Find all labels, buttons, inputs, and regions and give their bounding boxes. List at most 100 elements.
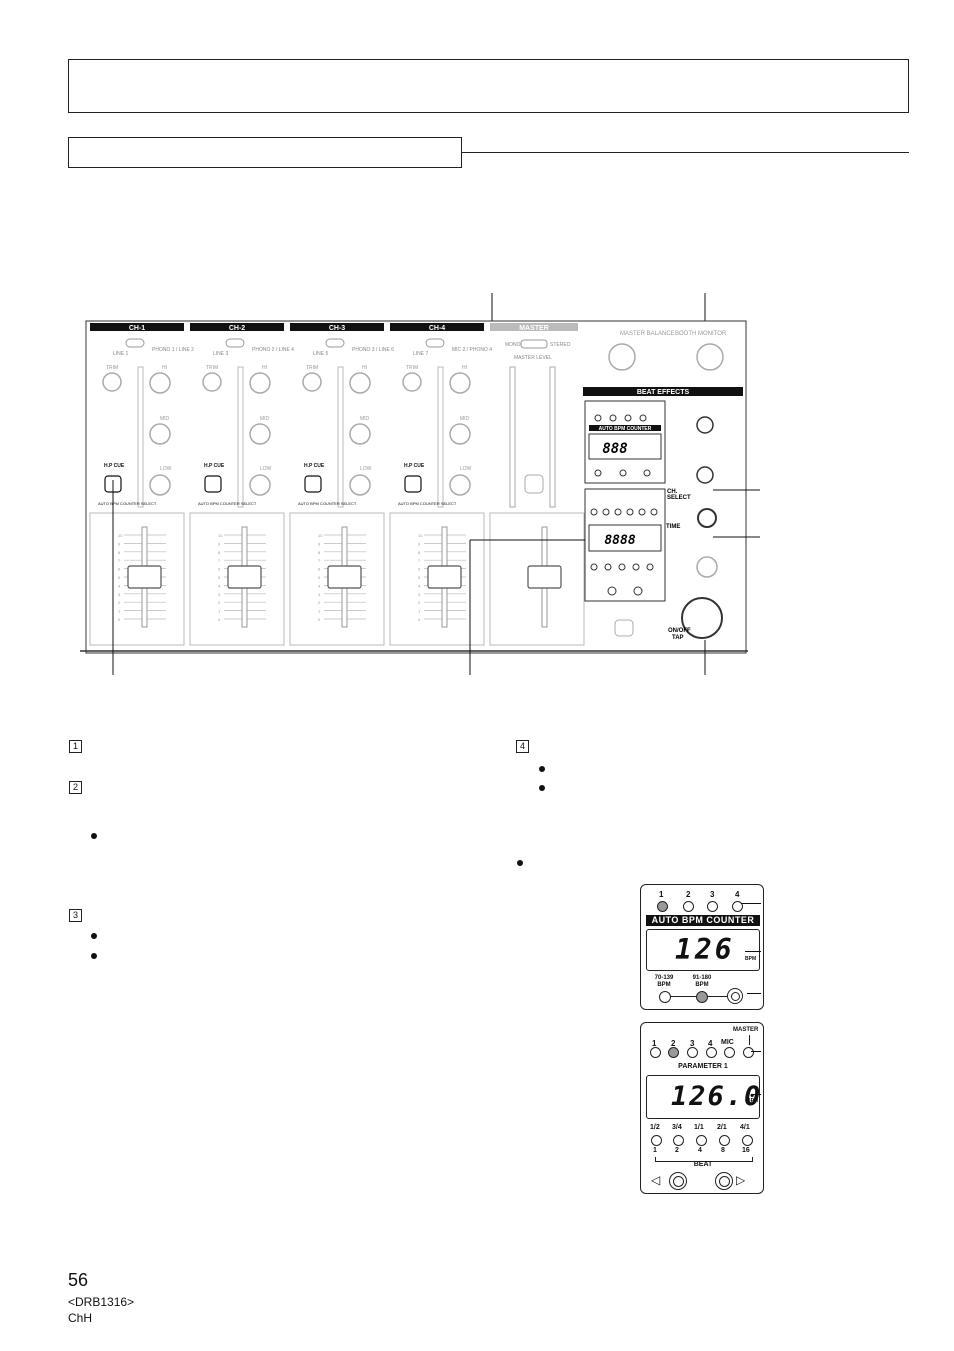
param-ch-2: 2 [671,1039,676,1048]
channel-header [390,323,484,331]
svg-text:MASTER: MASTER [519,325,549,332]
fader-knob [327,565,362,589]
param-led-1 [650,1047,661,1058]
trim-knob [202,372,222,392]
led-ch-3 [707,901,718,912]
bullet [539,785,545,791]
fader-scale-label: 5 [218,575,221,580]
auto-bpm-select-label: AUTO BPM COUNTER SELECT [398,501,457,506]
page-number: 56 [68,1270,89,1290]
fader-scale-label: 0 [118,617,121,622]
auto-bpm-select-label: AUTO BPM COUNTER SELECT [298,501,357,506]
svg-text:BOOTH MONITOR: BOOTH MONITOR [675,331,727,337]
mid-label: MID [160,416,170,422]
input-b-label: PHONO 3 / LINE 6 [352,347,394,353]
level-meter [137,366,144,508]
bpm-ch-4: 4 [735,890,740,899]
trim-knob [302,372,322,392]
channel-name: CH-1 [129,325,145,332]
bpm-display: 126 BPM [646,929,760,971]
low-knob [349,474,371,496]
fader-scale-label: 1 [318,609,321,614]
range-button[interactable] [727,988,743,1004]
input-b-label: PHONO 2 / LINE 4 [252,347,294,353]
bpm-ch-3: 3 [710,890,715,899]
param-title: PARAMETER 1 [678,1063,728,1070]
fader-scale-label: 9 [318,541,321,546]
hp-cue-button [204,475,222,493]
hi-knob [149,372,171,394]
channel-name: CH-2 [229,325,245,332]
svg-text:CH.: CH. [667,489,678,495]
low-knob [149,474,171,496]
fader-scale-label: 5 [318,575,321,580]
bpm-title: AUTO BPM COUNTER [646,915,760,926]
mid-label: MID [260,416,270,422]
section-title-box [68,137,462,168]
beat-left-button[interactable] [669,1172,687,1190]
fader-scale-label: 3 [318,592,321,597]
parameter-panel: 1 2 3 4 MIC MASTER PARAMETER 1 126.0 BPM… [640,1022,764,1194]
input-b-label: PHONO 1 / LINE 2 [152,347,194,353]
low-knob [249,474,271,496]
input-a-label: LINE 3 [213,351,229,357]
fader-scale-label: 2 [318,600,321,605]
beat-left-arrow-icon: ◁ [651,1173,661,1187]
beat-right-button[interactable] [715,1172,733,1190]
trim-knob [402,372,422,392]
param-ch-mic: MIC [721,1039,734,1046]
item-marker-4: 4 [516,740,529,753]
param-led-4 [706,1047,717,1058]
fader-scale-label: 7 [318,558,321,563]
param-led-2 [668,1047,679,1058]
fader-scale-label: 10 [118,533,123,538]
beat-top-2: 3/4 [672,1124,682,1131]
low-label: LOW [260,466,272,472]
bpm-unit: BPM [745,956,757,962]
hp-cue-label: H.P CUE [204,463,225,469]
hp-cue-button [404,475,422,493]
fader-scale-label: 6 [218,567,221,572]
section-rule [462,152,909,153]
fader-scale-label: 2 [418,600,421,605]
fader-scale-label: 4 [318,583,321,588]
svg-text:8888: 8888 [604,533,635,548]
hi-knob [349,372,371,394]
chapter-title-box [68,59,909,113]
led-range-2 [696,991,708,1003]
fader-scale-label: 10 [318,533,323,538]
input-a-label: LINE 5 [313,351,329,357]
range-1-label: 70-139 BPM [654,975,674,988]
fader-knob [227,565,262,589]
trim-label: TRIM [306,365,318,371]
svg-text:MASTER LEVEL: MASTER LEVEL [514,355,552,361]
hi-label: HI [162,365,167,371]
input-a-label: LINE 7 [413,351,429,357]
beat-bottom-4: 8 [721,1147,725,1154]
trim-label: TRIM [206,365,218,371]
fader-scale-label: 6 [118,567,121,572]
range-2-label: 91-180 BPM [692,975,712,988]
fader-scale-label: 1 [218,609,221,614]
fader-scale-label: 7 [418,558,421,563]
bullet [539,766,545,772]
item-marker-2: 2 [69,781,82,794]
bullet [91,953,97,959]
input-a-label: LINE 1 [113,351,129,357]
beat-right-arrow-icon: ▷ [736,1173,746,1187]
svg-text:TIME: TIME [666,524,680,530]
item-marker-3: 3 [69,909,82,922]
beat-bottom-2: 2 [675,1147,679,1154]
fader-scale-label: 3 [418,592,421,597]
fader-scale-label: 8 [318,550,321,555]
led-ch-4 [732,901,743,912]
trim-label: TRIM [106,365,118,371]
level-meter [337,366,344,508]
fader-scale-label: 0 [418,617,421,622]
channel-header [90,323,184,331]
fader-scale-label: 7 [118,558,121,563]
hp-cue-label: H.P CUE [304,463,325,469]
param-ch-master: MASTER [733,1027,759,1033]
fader-scale-label: 4 [418,583,421,588]
input-switch [125,338,145,348]
